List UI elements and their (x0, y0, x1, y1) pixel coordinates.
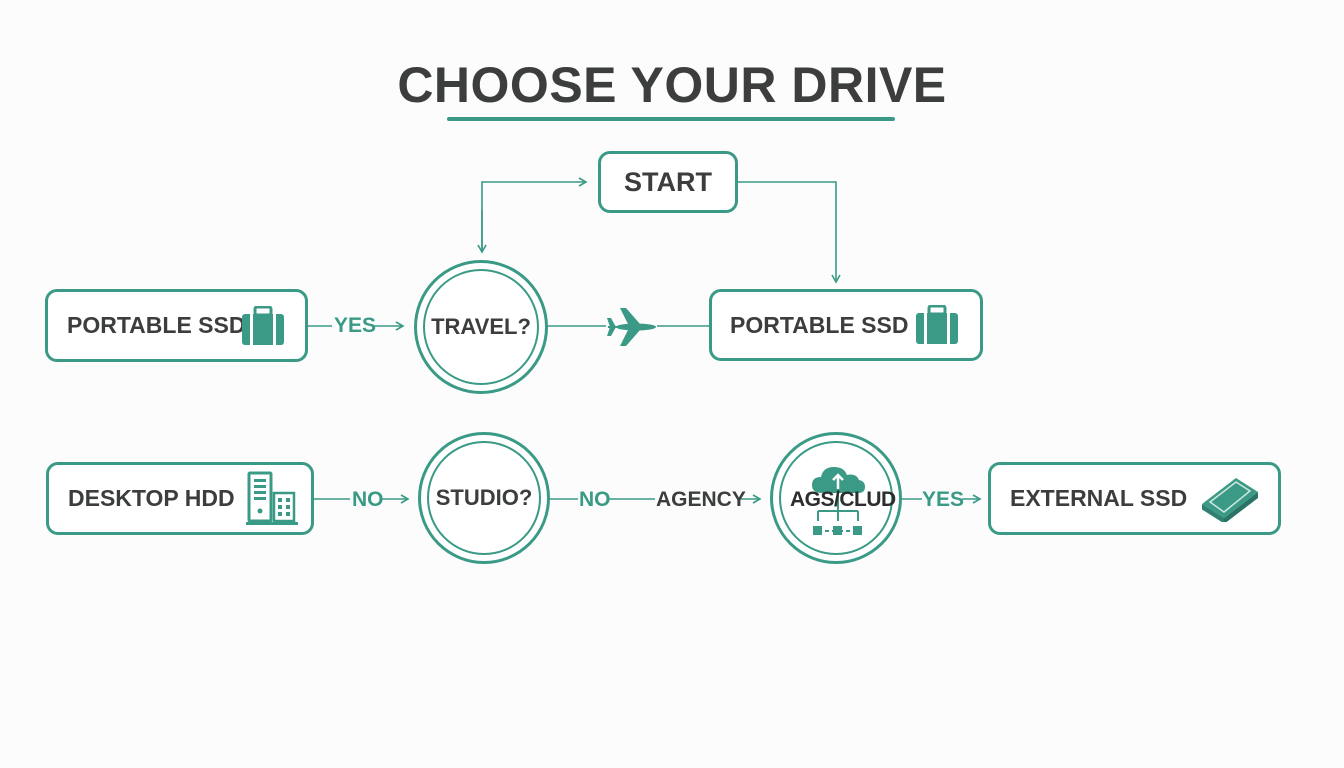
travel-yes-label: YES (334, 314, 377, 337)
agency-cloud-decision-node[interactable] (770, 432, 902, 564)
agency-cloud-label: AGS/CLUD (790, 488, 896, 511)
external-ssd-label: EXTERNAL SSD (1010, 485, 1188, 511)
portable-ssd-right-label: PORTABLE SSD (730, 311, 909, 338)
studio-no-right-label: NO (579, 488, 611, 511)
desktop-hdd-label: DESKTOP HDD (68, 485, 235, 511)
suitcase-icon (242, 306, 284, 345)
portable-ssd-left-label: PORTABLE SSD (67, 312, 246, 338)
agency-label: AGENCY (656, 488, 746, 511)
external-drive-icon (1201, 478, 1258, 522)
portable-ssd-left-node[interactable]: PORTABLE SSD (45, 289, 308, 362)
studio-no-left-label: NO (352, 488, 384, 511)
desktop-tower-icon (246, 471, 298, 525)
travel-decision-inner: TRAVEL? (423, 269, 539, 385)
start-node[interactable]: START (598, 151, 738, 213)
suitcase-icon (916, 305, 958, 344)
cloud-network-icon (812, 467, 865, 535)
edge-travel-to-start (481, 177, 588, 252)
airplane-icon (607, 308, 656, 346)
page-title: CHOOSE YOUR DRIVE (397, 57, 947, 113)
travel-decision-node[interactable]: TRAVEL? (414, 260, 548, 394)
studio-label: STUDIO? (435, 485, 533, 510)
cloud-yes-label: YES (922, 488, 965, 511)
start-label: START (624, 166, 712, 197)
agency-cloud-decision-inner (779, 441, 893, 555)
edge-start-to-portable (738, 181, 841, 284)
title-underline (447, 117, 895, 121)
studio-decision-inner: STUDIO? (427, 441, 541, 555)
studio-decision-node[interactable]: STUDIO? (418, 432, 550, 564)
travel-label: TRAVEL? (431, 314, 531, 339)
